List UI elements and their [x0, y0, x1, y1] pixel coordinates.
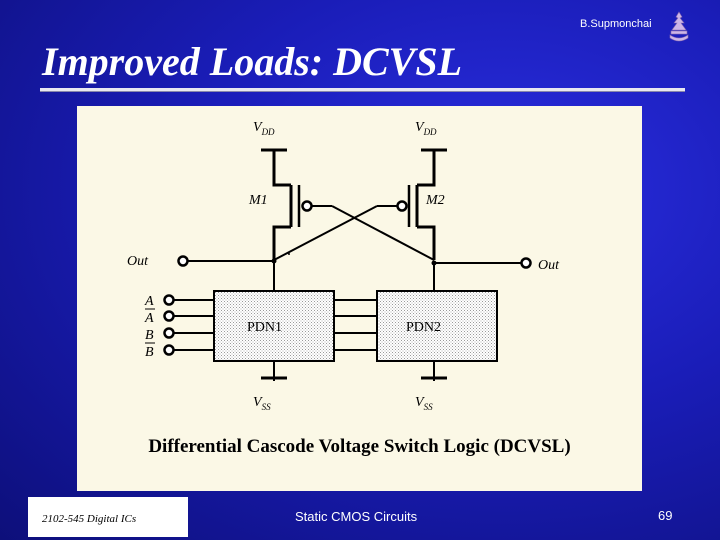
vdd-left-label: VDD — [253, 120, 275, 137]
pmos-m2 — [407, 150, 436, 260]
out-left-terminal — [177, 255, 189, 267]
vdd-right-label: VDD — [415, 120, 437, 137]
m2-label: M2 — [425, 193, 445, 208]
out-left-label: Out — [127, 254, 149, 269]
input-a-terminal — [163, 294, 175, 306]
slide-title: Improved Loads: DCVSL — [42, 39, 462, 84]
m1-gate-bubble — [301, 200, 313, 212]
vss-right-label: VSS — [415, 395, 433, 412]
input-b-terminal — [163, 327, 175, 339]
vss-left-label: VSS — [253, 395, 271, 412]
dcvsl-schematic: VDD VDD M1 M2 — [127, 120, 560, 412]
input-a-label: A — [144, 294, 154, 309]
course-label: 2102-545 Digital ICs — [28, 497, 188, 537]
input-b-bar-terminal — [163, 344, 175, 356]
pdn2-label: PDN2 — [406, 320, 441, 335]
input-wires — [173, 299, 377, 351]
pdn2-block — [376, 290, 498, 362]
m2-gate-bubble — [396, 200, 408, 212]
cross-wire-m1-to-out — [331, 205, 435, 261]
input-b-label: B — [145, 328, 154, 343]
out-right-label: Out — [538, 258, 560, 273]
input-a-bar-label: A — [144, 311, 154, 326]
cross-wire-m2-to-out — [273, 205, 378, 261]
input-a-bar-terminal — [163, 310, 175, 322]
page-number: 69 — [658, 508, 673, 523]
pdn1-label: PDN1 — [247, 320, 282, 335]
topic-label: Static CMOS Circuits — [295, 509, 418, 524]
university-logo-icon — [669, 11, 689, 42]
circuit-figure-panel: VDD VDD M1 M2 — [77, 106, 642, 491]
pmos-m1 — [272, 150, 301, 260]
author-label: B.Supmonchai — [580, 18, 652, 30]
input-b-bar-label: B — [145, 345, 154, 360]
figure-caption: Differential Cascode Voltage Switch Logi… — [148, 436, 571, 457]
stray-dot — [288, 253, 290, 255]
m1-label: M1 — [248, 193, 268, 208]
out-right-terminal — [520, 257, 532, 269]
title-divider — [40, 88, 685, 92]
